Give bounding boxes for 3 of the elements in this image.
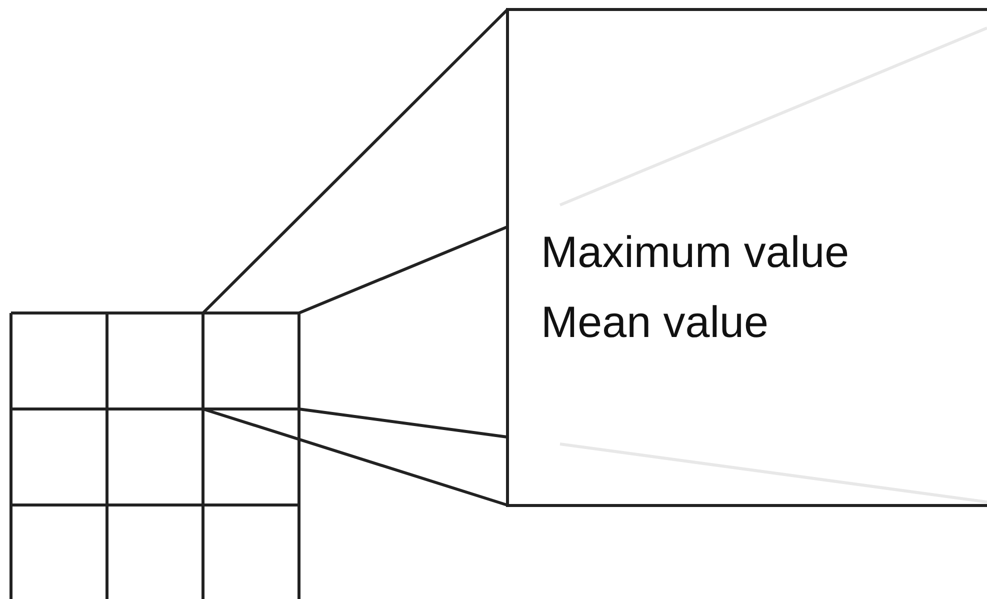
output-box (506, 8, 987, 507)
value-label: Mean value (541, 301, 768, 345)
value-label: Maximum value (541, 231, 850, 275)
